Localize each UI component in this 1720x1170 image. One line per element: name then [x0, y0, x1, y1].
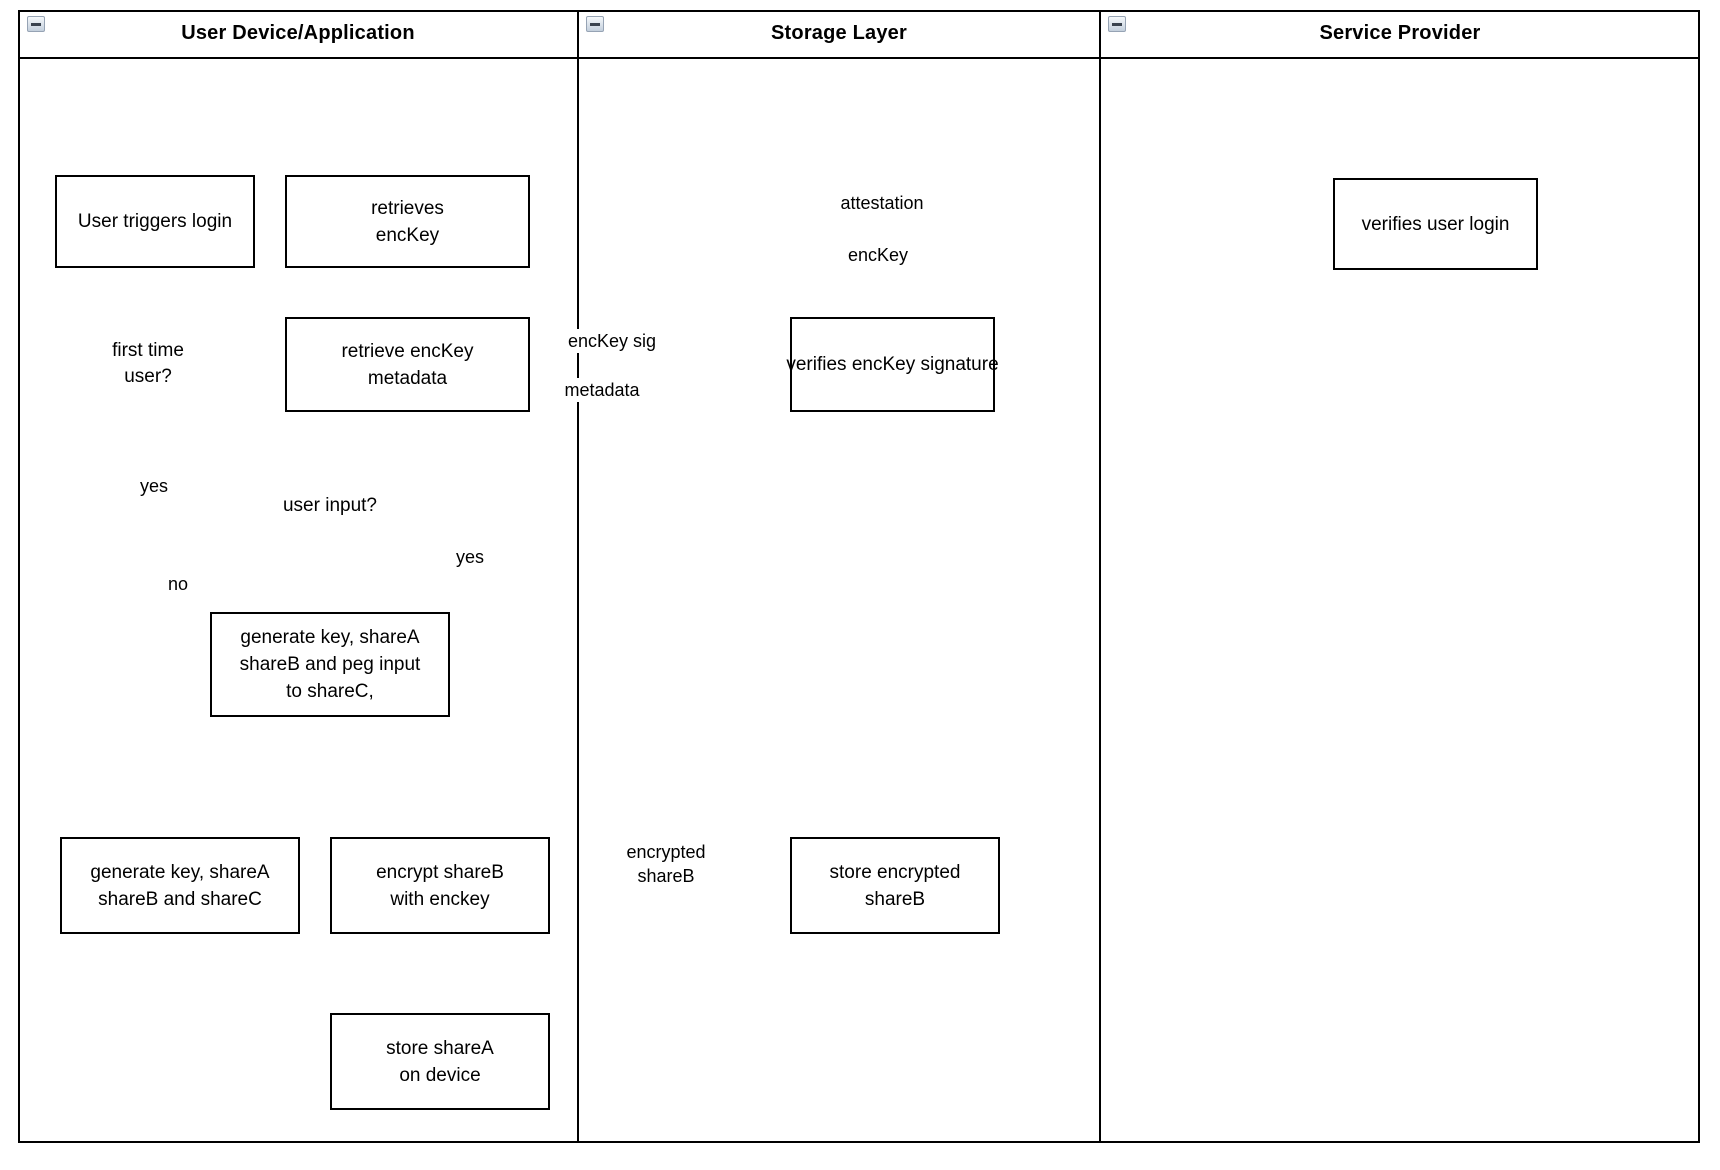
node-verifies-user-login[interactable]: verifies user login — [1333, 178, 1538, 270]
node-user-triggers-login[interactable]: User triggers login — [55, 175, 255, 268]
collapse-minus-icon[interactable] — [586, 16, 604, 32]
node-store-encrypted-shareb[interactable]: store encrypted shareB — [790, 837, 1000, 934]
lane-divider-2 — [1099, 10, 1101, 1143]
node-retrieve-enckey-metadata[interactable]: retrieve encKey metadata — [285, 317, 530, 412]
edge-label-no[interactable]: no — [164, 572, 192, 596]
node-retrieves-enckey[interactable]: retrieves encKey — [285, 175, 530, 268]
edge-label-yes-first-time[interactable]: yes — [136, 474, 172, 498]
edge-label-encrypted-shareb[interactable]: encrypted shareB — [623, 840, 709, 888]
edge-label-yes-user-input[interactable]: yes — [452, 545, 488, 569]
edge-label-enckey[interactable]: encKey — [844, 243, 912, 267]
edge-label-enckey-sig[interactable]: encKey sig — [564, 329, 660, 353]
lane-header-user-device[interactable]: User Device/Application — [181, 22, 415, 44]
lane-divider-1 — [577, 10, 579, 1143]
header-divider — [18, 57, 1700, 59]
lane-header-storage-layer[interactable]: Storage Layer — [771, 22, 907, 44]
edge-label-metadata[interactable]: metadata — [561, 378, 643, 402]
decision-user-input-label[interactable]: user input? — [282, 495, 377, 516]
collapse-minus-icon[interactable] — [27, 16, 45, 32]
node-generate-key-peg-input[interactable]: generate key, shareA shareB and peg inpu… — [210, 612, 450, 717]
node-store-sharea[interactable]: store shareA on device — [330, 1013, 550, 1110]
node-encrypt-shareb[interactable]: encrypt shareB with enckey — [330, 837, 550, 934]
decision-first-time-user-label[interactable]: first time user? — [112, 340, 184, 387]
node-verifies-enckey-signature[interactable]: verifies encKey signature — [786, 317, 999, 412]
lane-header-service-provider[interactable]: Service Provider — [1319, 22, 1481, 44]
edge-label-attestation[interactable]: attestation — [837, 191, 927, 215]
node-generate-key-sharec[interactable]: generate key, shareA shareB and shareC — [60, 837, 300, 934]
collapse-minus-icon[interactable] — [1108, 16, 1126, 32]
